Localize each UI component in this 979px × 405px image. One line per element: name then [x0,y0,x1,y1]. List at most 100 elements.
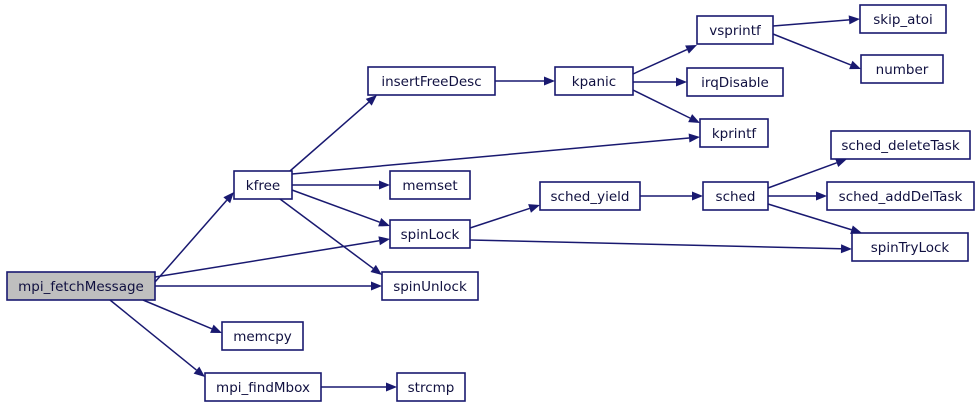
node-mpi_fetchMessage[interactable]: mpi_fetchMessage [6,271,156,301]
node-spinLock[interactable]: spinLock [389,219,471,249]
node-number[interactable]: number [860,54,944,84]
arrowhead-icon [365,95,377,106]
edge-kpanic-to-kprintf [632,89,700,123]
node-memcpy[interactable]: memcpy [221,321,304,351]
node-sched[interactable]: sched [702,181,769,211]
edge-line [142,299,213,330]
node-kprintf[interactable]: kprintf [699,118,769,148]
edge-vsprintf-to-skip_atoi [772,15,860,27]
edge-line [279,198,374,270]
arrowhead-icon [816,191,827,201]
edge-line [154,199,228,283]
node-label: kprintf [712,126,758,142]
node-spinTryLock[interactable]: spinTryLock [851,232,969,262]
edges-layer [109,15,862,392]
edge-line [469,239,842,250]
edge-line [154,240,380,278]
arrowhead-icon [544,76,555,86]
edge-kfree-to-memset [292,180,390,190]
arrowhead-icon [692,191,703,201]
node-box[interactable] [699,118,769,148]
node-label: sched [716,189,756,205]
node-box[interactable] [826,181,975,211]
arrowhead-icon [688,114,700,123]
edge-line [289,101,370,172]
edge-line [291,137,690,175]
node-label: kpanic [572,74,616,90]
node-box[interactable] [702,181,769,211]
arrowhead-icon [193,366,205,377]
node-kfree[interactable]: kfree [233,170,293,200]
node-box[interactable] [204,372,322,402]
node-box[interactable] [830,130,971,160]
node-box[interactable] [389,219,471,249]
edge-line [632,89,691,119]
node-label: sched_addDelTask [839,189,963,205]
arrowhead-icon [528,204,540,213]
node-label: spinUnlock [393,279,467,295]
edge-line [469,207,530,229]
node-box[interactable] [381,271,479,301]
arrowhead-icon [210,324,222,333]
edge-line [772,33,852,66]
node-box[interactable] [860,54,944,84]
node-label: kfree [246,178,280,194]
edge-line [767,162,837,189]
node-skip_atoi[interactable]: skip_atoi [859,4,947,34]
edge-kfree-to-spinUnlock [279,198,382,275]
node-label: skip_atoi [873,12,933,28]
edge-line [767,203,852,231]
node-label: vsprintf [709,23,762,39]
edge-insertFreeDesc-to-kpanic [495,76,555,86]
arrowhead-icon [370,264,382,275]
edge-kpanic-to-vsprintf [632,45,697,75]
edge-spinLock-to-spinTryLock [469,239,852,254]
node-label: spinTryLock [871,240,950,256]
edge-vsprintf-to-number [772,33,861,70]
node-box[interactable] [396,372,466,402]
node-spinUnlock[interactable]: spinUnlock [381,271,479,301]
edge-spinLock-to-sched_yield [469,204,540,229]
nodes-layer: mpi_fetchMessage kfree memcpy mpi_findMbox s… [6,4,975,402]
node-strcmp[interactable]: strcmp [396,372,466,402]
node-box[interactable] [851,232,969,262]
node-mpi_findMbox[interactable]: mpi_findMbox [204,372,322,402]
node-insertFreeDesc[interactable]: insertFreeDesc [367,66,496,96]
node-label: spinLock [401,227,460,243]
edge-line [772,19,850,27]
edge-line [632,48,688,75]
edge-kfree-to-spinLock [291,189,390,227]
edge-kfree-to-kprintf [291,133,700,175]
node-box[interactable] [696,15,774,45]
node-sched_deleteTask[interactable]: sched_deleteTask [830,130,971,160]
edge-sched_yield-to-sched [640,191,703,201]
node-box[interactable] [367,66,496,96]
node-box[interactable] [554,66,634,96]
edge-mpi_fetchMessage-to-memcpy [142,299,222,333]
node-label: mpi_fetchMessage [18,279,144,295]
node-box[interactable] [686,67,784,97]
node-box[interactable] [539,181,641,211]
arrowhead-icon [850,225,862,235]
node-memset[interactable]: memset [389,170,471,200]
node-box[interactable] [221,321,304,351]
node-box[interactable] [389,170,471,200]
node-sched_addDelTask[interactable]: sched_addDelTask [826,181,975,211]
edge-mpi_fetchMessage-to-spinUnlock [155,281,382,291]
edge-line [291,189,380,223]
edge-kpanic-to-irqDisable [633,77,687,87]
node-irqDisable[interactable]: irqDisable [686,67,784,97]
node-label: memset [402,178,457,194]
node-box[interactable] [233,170,293,200]
edge-mpi_fetchMessage-to-mpi_findMbox [109,299,205,377]
node-kpanic[interactable]: kpanic [554,66,634,96]
node-box[interactable] [6,271,156,301]
node-sched_yield[interactable]: sched_yield [539,181,641,211]
arrowhead-icon [378,236,390,246]
node-vsprintf[interactable]: vsprintf [696,15,774,45]
edge-sched-to-sched_deleteTask [767,158,847,189]
arrowhead-icon [223,192,234,204]
node-box[interactable] [859,4,947,34]
